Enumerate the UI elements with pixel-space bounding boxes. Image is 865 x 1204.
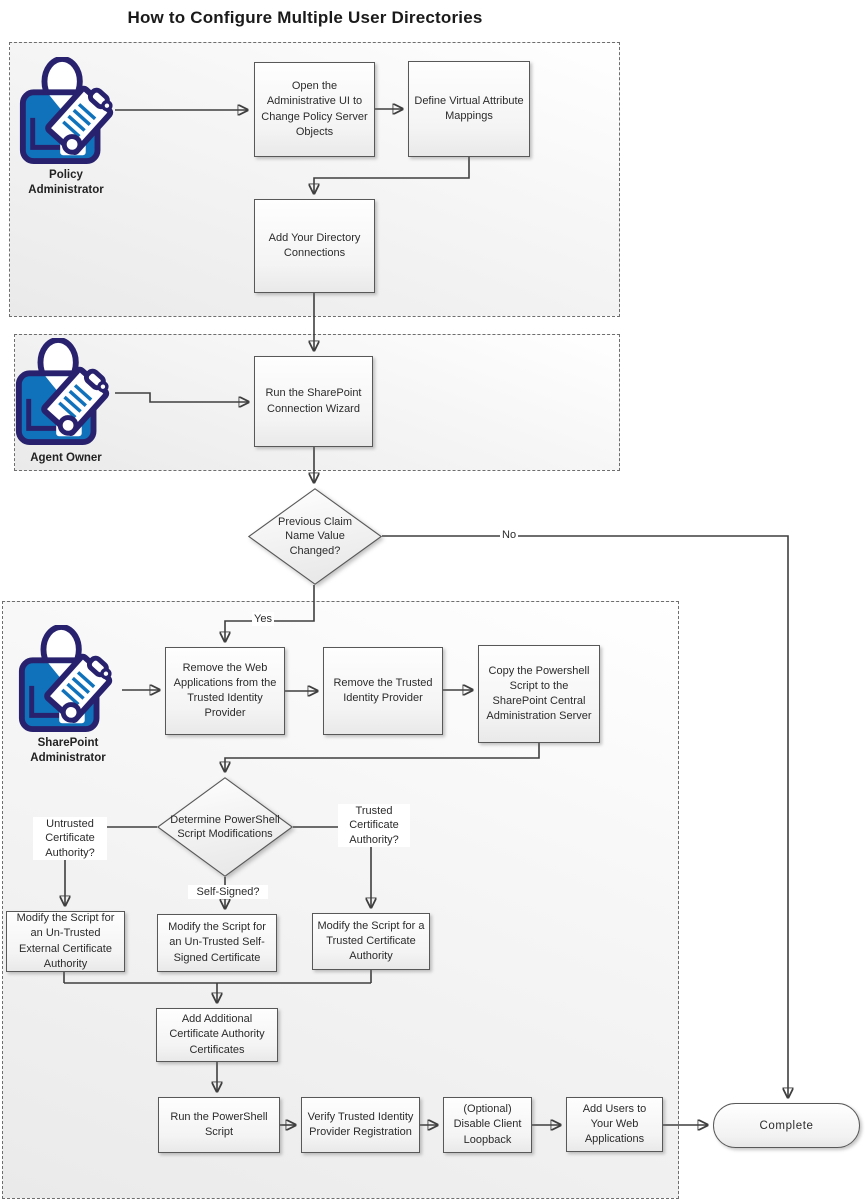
node-open-admin-ui: Open the Administrative UI to Change Pol… [254,62,375,157]
node-add-users-web-applications: Add Users to Your Web Applications [566,1097,663,1152]
node-modify-script-trusted-ca: Modify the Script for a Trusted Certific… [312,913,430,970]
agent-owner-person-icon [14,338,119,448]
decision-previous-claim-name-changed: Previous Claim Name Value Changed? [247,488,383,585]
branch-label-self-signed: Self-Signed? [188,885,268,900]
node-add-additional-ca-certificates: Add Additional Certificate Authority Cer… [156,1008,278,1062]
branch-label-trusted-ca: Trusted Certificate Authority? [338,804,410,847]
diamond-shape [247,488,383,585]
branch-label-no: No [500,528,519,543]
role-label-policy-administrator: Policy Administrator [28,169,104,196]
node-verify-tip-registration: Verify Trusted Identity Provider Registr… [301,1097,420,1153]
decision-determine-powershell-modifications: Determine PowerShell Script Modification… [156,777,294,877]
node-disable-client-loopback: (Optional) Disable Client Loopback [443,1097,532,1153]
node-complete: Complete [713,1103,860,1148]
role-label-sharepoint-administrator: SharePoint Administrator [30,737,106,764]
decision-label: Previous Claim Name Value Changed? [278,516,352,557]
node-run-sharepoint-connection-wizard: Run the SharePoint Connection Wizard [254,356,373,447]
node-define-virtual-attribute-mappings: Define Virtual Attribute Mappings [408,61,530,157]
node-modify-script-untrusted-external-ca: Modify the Script for an Un-Trusted Exte… [6,911,125,972]
node-run-powershell-script: Run the PowerShell Script [158,1097,280,1153]
branch-label-yes: Yes [252,612,274,627]
sharepoint-administrator-person-icon [17,625,122,735]
node-copy-powershell-script: Copy the Powershell Script to the ShareP… [478,645,600,743]
decision-label: Determine PowerShell Script Modification… [170,813,280,840]
policy-administrator-person-icon [18,57,123,167]
page-title: How to Configure Multiple User Directori… [127,8,483,27]
branch-label-untrusted-ca: Untrusted Certificate Authority? [33,817,107,860]
node-modify-script-untrusted-self-signed: Modify the Script for an Un-Trusted Self… [157,914,277,972]
node-remove-web-applications: Remove the Web Applications from the Tru… [165,647,285,735]
node-add-directory-connections: Add Your Directory Connections [254,199,375,293]
role-label-agent-owner: Agent Owner [30,452,102,464]
node-remove-trusted-identity-provider: Remove the Trusted Identity Provider [323,647,443,735]
diamond-shape [156,777,294,877]
